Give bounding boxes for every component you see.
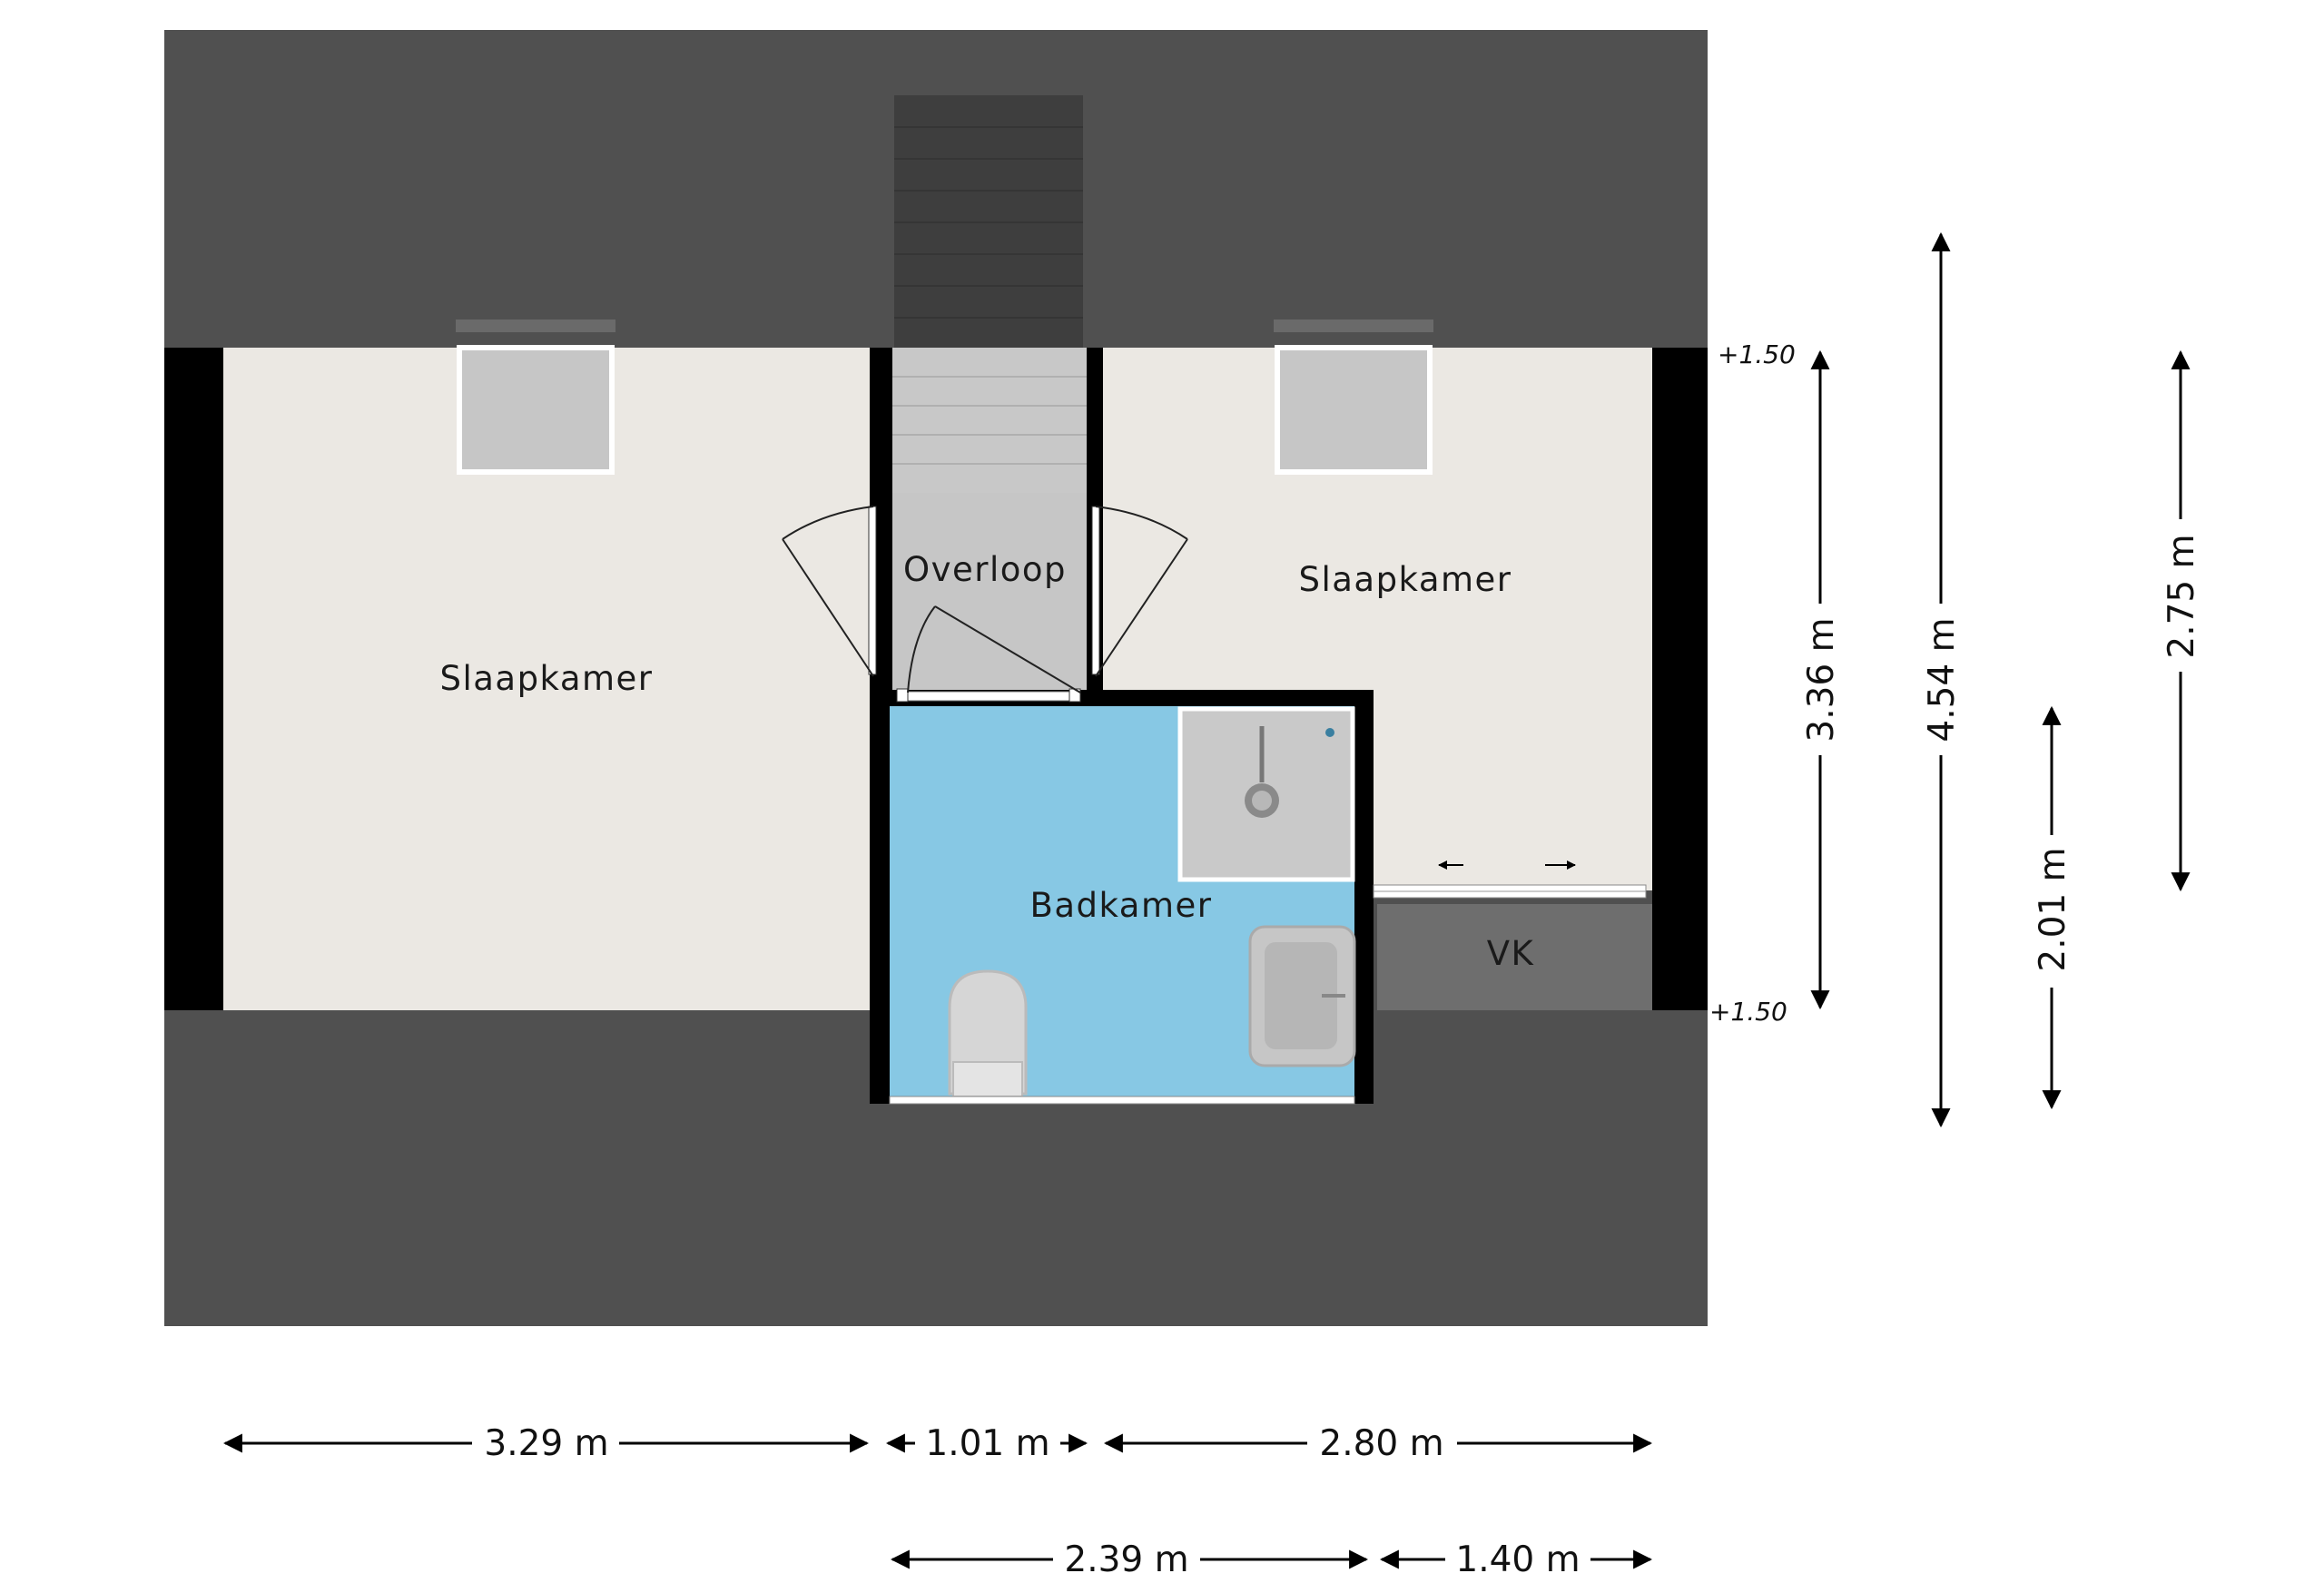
- dim-h-2-80: 2.80 m: [1319, 1423, 1443, 1464]
- dim-h-3-29: 3.29 m: [484, 1423, 608, 1464]
- label-badkamer: Badkamer: [1029, 886, 1212, 925]
- skylight-right: [1274, 320, 1433, 475]
- door-bathroom: [907, 605, 1081, 693]
- door-threshold: [896, 691, 1079, 702]
- level-bottom: +1.50: [1709, 997, 1787, 1027]
- dim-h-2-39: 2.39 m: [1064, 1539, 1188, 1580]
- label-vk: VK: [1487, 934, 1535, 973]
- skylight-left: [456, 320, 615, 475]
- dim-h-1-40: 1.40 m: [1455, 1539, 1580, 1580]
- label-overloop: Overloop: [903, 550, 1067, 589]
- window-bathroom: [889, 1096, 1355, 1105]
- room-overloop: [892, 493, 1087, 690]
- room-vk: [1377, 904, 1652, 1010]
- stair: [892, 348, 1087, 493]
- label-slaapkamer-right: Slaapkamer: [1298, 560, 1512, 599]
- dim-v-4-54: 4.54 m: [1922, 617, 1963, 742]
- dim-v-2-75: 2.75 m: [2162, 534, 2202, 658]
- dim-v-3-36: 3.36 m: [1801, 617, 1842, 742]
- label-slaapkamer-left: Slaapkamer: [439, 659, 653, 698]
- dim-h-1-01: 1.01 m: [925, 1423, 1049, 1464]
- level-top: +1.50: [1718, 339, 1796, 369]
- dim-v-2-01: 2.01 m: [2033, 847, 2073, 971]
- shower-valve: [1325, 728, 1334, 737]
- wall-left: [164, 348, 223, 1010]
- wall-right: [1652, 348, 1708, 1010]
- door-left: [782, 506, 877, 677]
- door-right: [1091, 506, 1188, 677]
- stair-upper: [894, 95, 1083, 352]
